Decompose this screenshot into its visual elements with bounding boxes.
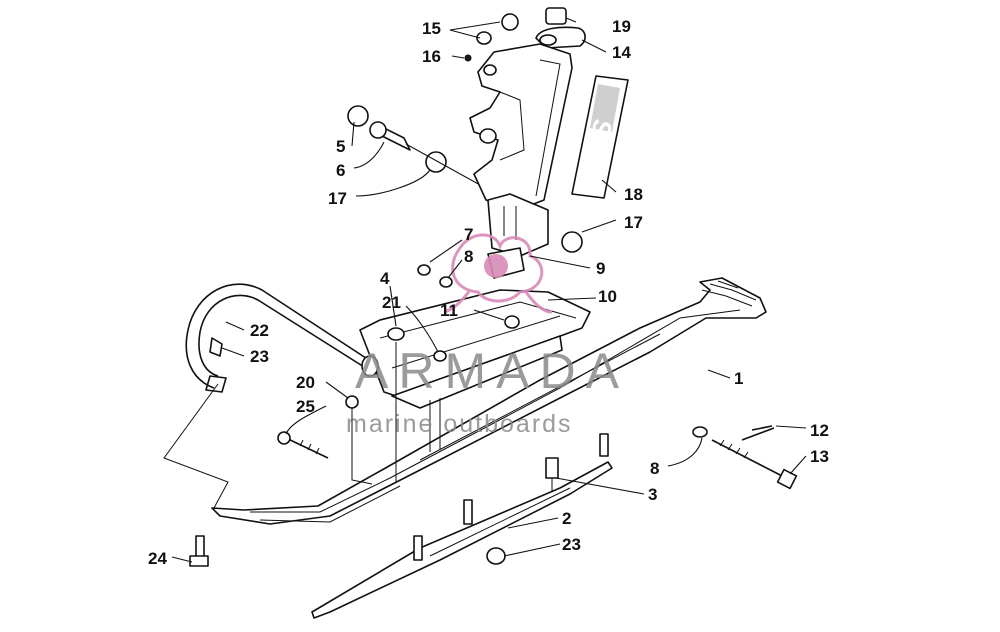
front-bolt bbox=[189, 535, 209, 567]
label-part-11: 11 bbox=[440, 301, 458, 320]
loop-bolt bbox=[277, 431, 329, 459]
label-part-20: 20 bbox=[296, 373, 315, 392]
watermark: ARMADA marine outboards bbox=[346, 233, 629, 438]
label-part-4: 4 bbox=[380, 269, 390, 288]
label-part-16: 16 bbox=[422, 47, 441, 66]
label-part-8-upper: 8 bbox=[464, 247, 473, 266]
label-part-23-lower: 23 bbox=[562, 535, 581, 554]
label-part-22: 22 bbox=[250, 321, 269, 340]
pivot-bolt bbox=[692, 426, 798, 490]
label-part-1: 1 bbox=[734, 369, 743, 388]
ski-loop bbox=[185, 283, 379, 393]
label-part-8-lower: 8 bbox=[650, 459, 659, 478]
label-part-24: 24 bbox=[148, 549, 167, 568]
label-part-21: 21 bbox=[382, 293, 401, 312]
part-labels: 15 16 19 14 5 6 17 18 17 7 8 9 4 10 21 1… bbox=[148, 17, 829, 568]
label-part-2: 2 bbox=[562, 509, 571, 528]
runner-studs bbox=[413, 433, 609, 561]
label-part-23-upper: 23 bbox=[250, 347, 269, 366]
label-part-9: 9 bbox=[596, 259, 605, 278]
spindle bbox=[469, 43, 573, 279]
wear-bar bbox=[311, 461, 613, 619]
label-part-25: 25 bbox=[296, 397, 315, 416]
label-part-14: 14 bbox=[612, 43, 631, 62]
label-part-3: 3 bbox=[648, 485, 657, 504]
aws-decal: AWS bbox=[571, 75, 629, 199]
label-part-18: 18 bbox=[624, 185, 643, 204]
ski bbox=[211, 277, 767, 525]
bushings bbox=[347, 105, 583, 253]
label-part-13: 13 bbox=[810, 447, 829, 466]
leader-lines bbox=[163, 17, 807, 563]
label-part-17-left: 17 bbox=[328, 189, 347, 208]
decal-text: AWS bbox=[576, 116, 618, 182]
label-part-7: 7 bbox=[464, 225, 473, 244]
label-part-5: 5 bbox=[336, 137, 345, 156]
label-part-12: 12 bbox=[810, 421, 829, 440]
hardware bbox=[345, 7, 773, 565]
label-part-6: 6 bbox=[336, 161, 345, 180]
armada-logo-icon bbox=[443, 233, 553, 314]
label-part-19: 19 bbox=[612, 17, 631, 36]
label-part-17-right: 17 bbox=[624, 213, 643, 232]
watermark-brand: ARMADA bbox=[355, 343, 629, 399]
label-part-15: 15 bbox=[422, 19, 441, 38]
label-part-10: 10 bbox=[598, 287, 617, 306]
spindle-saddle bbox=[359, 289, 591, 452]
watermark-tagline: marine outboards bbox=[346, 410, 573, 438]
